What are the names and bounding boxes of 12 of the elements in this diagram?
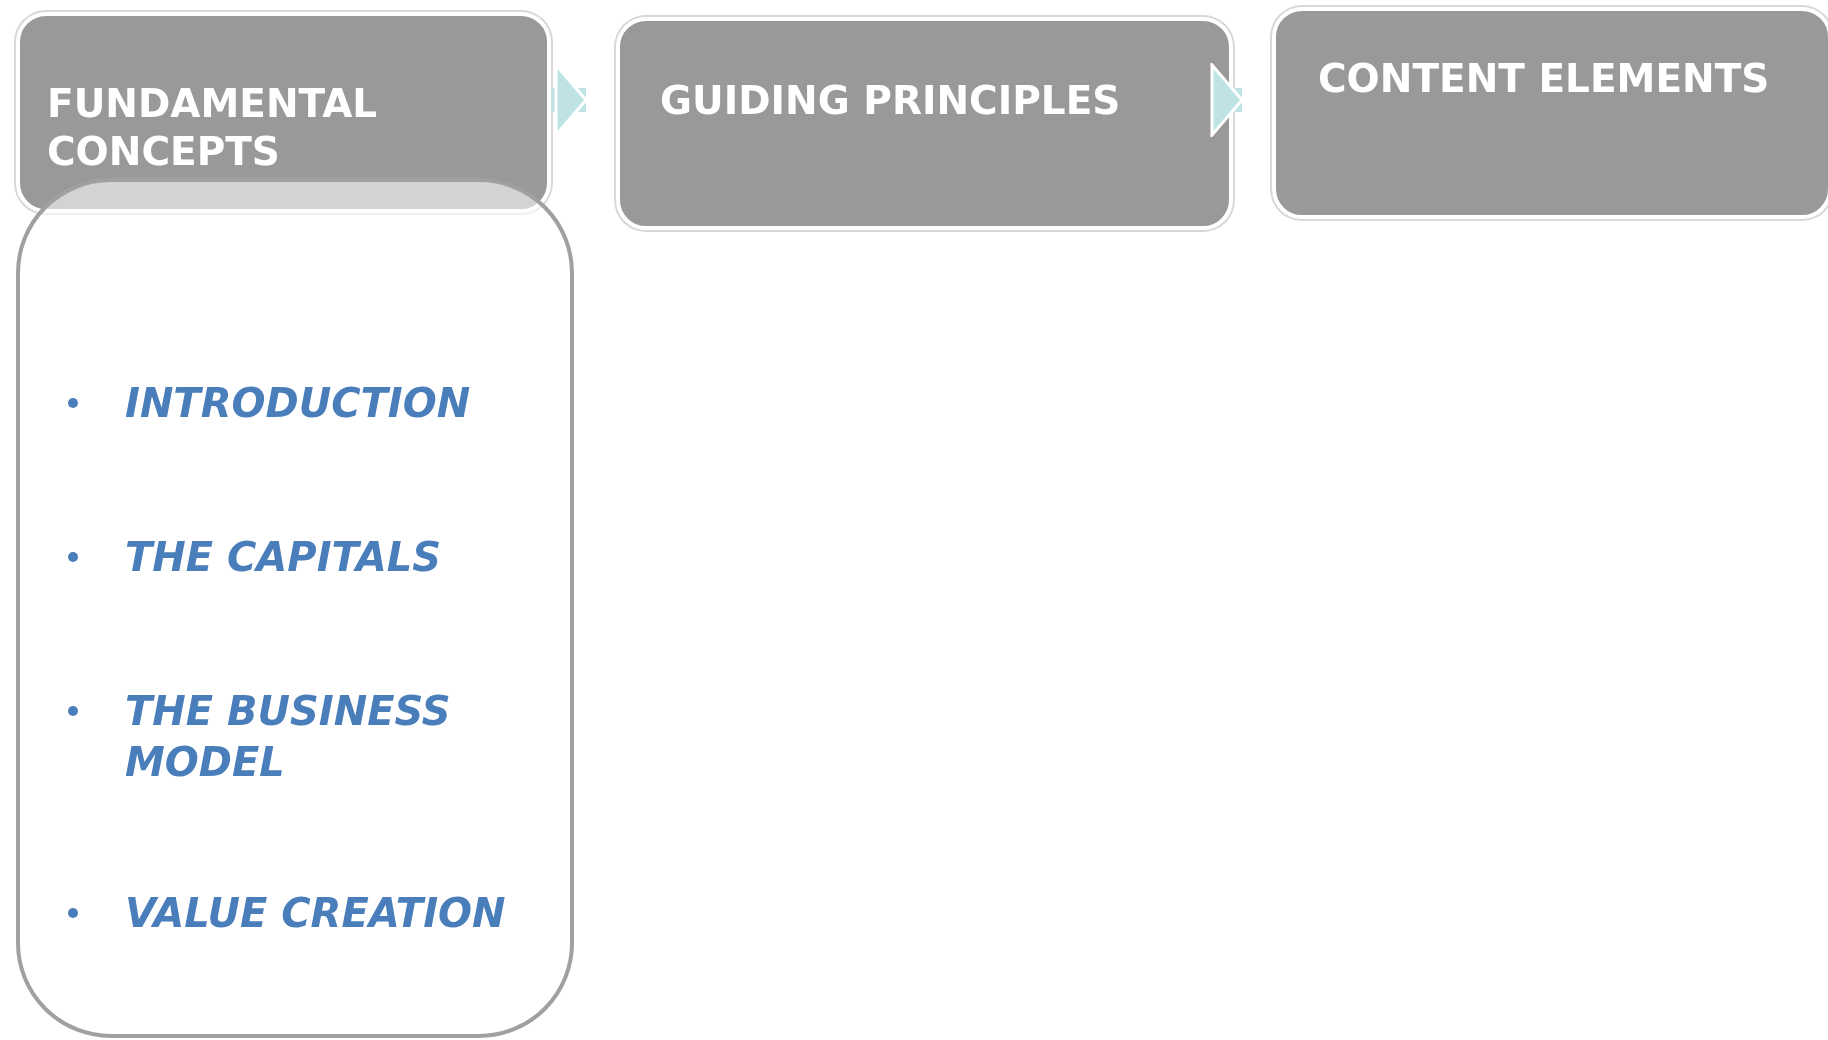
topic-text: INTRODUCTION	[125, 379, 472, 428]
stage-title: CONTENT ELEMENTS	[1318, 55, 1770, 103]
block-arrow	[1210, 63, 1244, 137]
topic-list-panel	[16, 178, 574, 1038]
topic-text: THE CAPITALS	[125, 533, 442, 582]
stage-title: GUIDING PRINCIPLES	[660, 77, 1121, 125]
stage-box	[1272, 7, 1828, 219]
topic-text: VALUE CREATION	[125, 889, 507, 938]
stage-box	[16, 12, 551, 213]
stage-title: FUNDAMENTAL CONCEPTS	[47, 80, 379, 176]
stage-box	[616, 17, 1233, 230]
topic-text: THE BUSINESS MODEL	[125, 687, 452, 787]
